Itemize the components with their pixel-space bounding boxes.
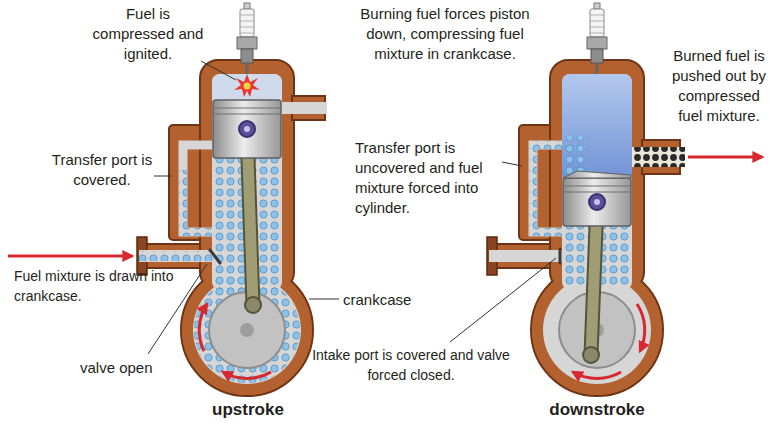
fuel-mixture: [563, 136, 589, 176]
leader-line: [502, 162, 522, 166]
callout-label: Intake port is covered and valve forced …: [300, 345, 522, 385]
piston-crown: [563, 171, 631, 178]
callout-label: Transfer port is covered.: [48, 150, 156, 190]
piston: [213, 100, 281, 158]
fuel-mixture: [533, 145, 567, 232]
downstroke-engine: [487, 3, 685, 396]
leader-line: [201, 61, 236, 80]
exhaust-passage: [277, 102, 327, 114]
stroke-title: downstroke: [537, 400, 657, 420]
wrist-pin: [594, 199, 600, 205]
rotation-arrow: [199, 304, 207, 351]
stroke-title: upstroke: [188, 400, 308, 420]
leader-line: [450, 258, 556, 342]
crank-hub: [240, 323, 254, 337]
fuel-mixture: [183, 170, 217, 232]
crank-wheel: [209, 292, 285, 368]
rotation-arrow: [573, 372, 621, 378]
callout-label: Fuel mixture is drawn into crankcase.: [14, 266, 214, 306]
wrist-pin: [589, 194, 605, 210]
burned-fuel: [627, 147, 685, 167]
crank-pin: [245, 297, 261, 313]
spark-burst: [234, 74, 260, 97]
part-name: valve open: [80, 358, 180, 378]
rotation-arrow: [637, 304, 645, 351]
reed-valve: [559, 249, 562, 263]
callout-label: Burning fuel forces piston down, compres…: [345, 4, 545, 64]
leader-lines: [148, 61, 556, 354]
wrist-pin: [244, 126, 250, 132]
part-name: crankcase: [343, 290, 443, 310]
spark-burst: [244, 83, 251, 90]
wrist-pin: [239, 121, 255, 137]
callout-label: Fuel is compressed and ignited.: [86, 4, 210, 64]
combustion-chamber: [562, 74, 632, 184]
piston-rings: [213, 108, 281, 114]
leader-line: [309, 299, 339, 300]
piston: [563, 178, 631, 226]
reed-valve: [210, 250, 220, 263]
leader-line: [154, 176, 172, 177]
crank-pin: [583, 347, 599, 363]
exhaust-arrow: [688, 156, 762, 159]
callout-label: Burned fuel is pushed out by compressed …: [664, 46, 774, 126]
piston-rings: [563, 186, 631, 192]
callout-label: Transfer port is uncovered and fuel mixt…: [355, 138, 497, 218]
rotation-arrow: [223, 372, 271, 378]
intake-arrow: [8, 255, 132, 258]
fuel-mixture: [139, 251, 217, 261]
